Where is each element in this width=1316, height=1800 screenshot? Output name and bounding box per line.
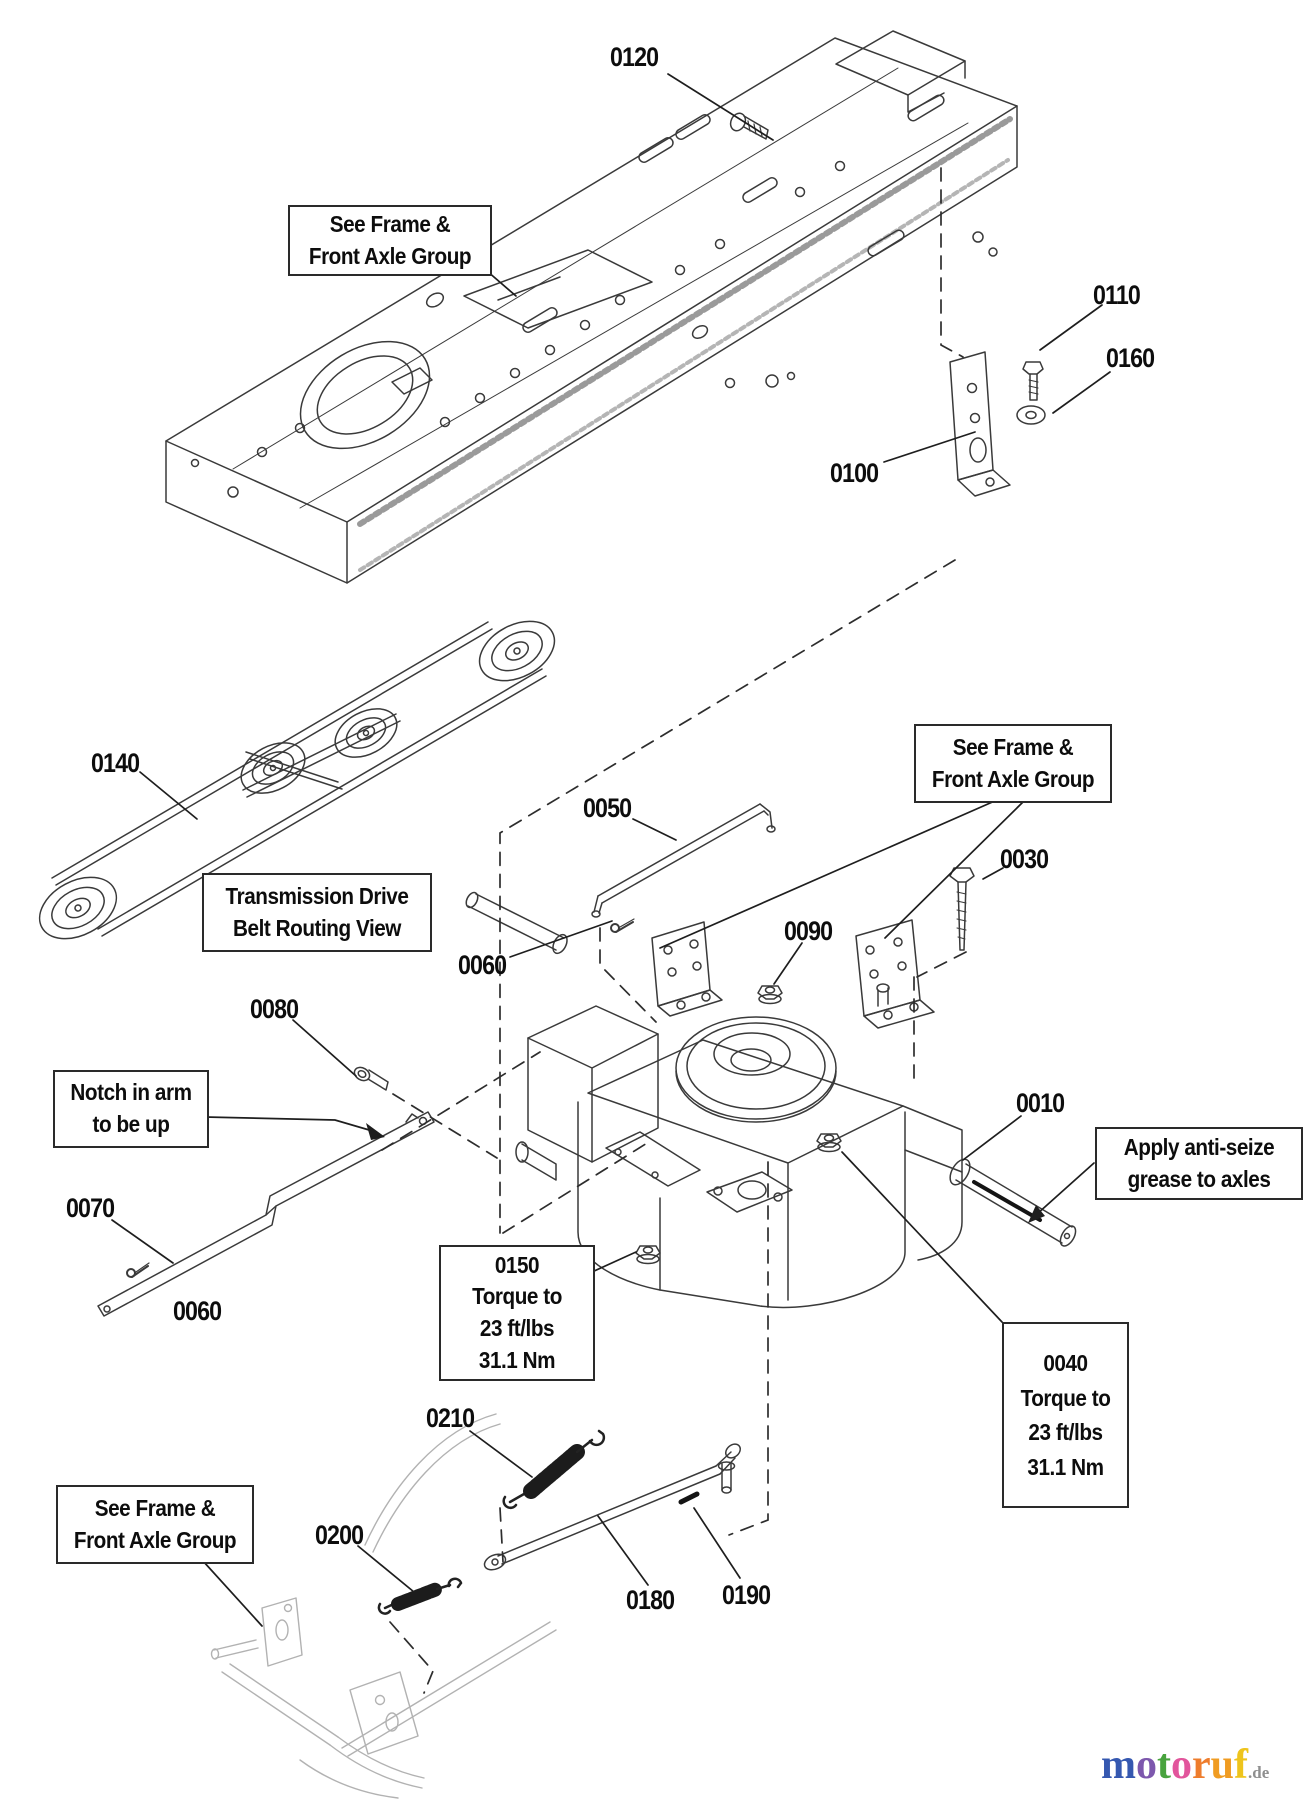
part-label-0060-upper: 0060 — [458, 950, 507, 980]
part-label-0110: 0110 — [1093, 280, 1141, 310]
nut-0090-drawing — [757, 985, 783, 1005]
callout-line: 23 ft/lbs — [479, 1315, 555, 1341]
cotter-pin-0060-lower-drawing — [126, 1262, 150, 1278]
part-label-0210: 0210 — [426, 1403, 475, 1433]
callout-line: 31.1 Nm — [1027, 1453, 1104, 1480]
part-label-0190: 0190 — [722, 1580, 771, 1610]
callout-line: Belt Routing View — [233, 914, 401, 941]
callout-line: grease to axles — [1127, 1165, 1271, 1192]
callout-line: to be up — [92, 1111, 170, 1137]
frame-drawing — [165, 30, 1018, 584]
bolt-0080-drawing — [353, 1066, 389, 1091]
callout-line: Transmission Drive — [225, 882, 409, 909]
washer-0160-drawing — [1016, 405, 1046, 425]
callout-notch-in-arm: Notch in arm to be up — [53, 1070, 209, 1148]
part-label-0060-lower: 0060 — [173, 1296, 222, 1326]
callout-line: See Frame & — [94, 1494, 216, 1521]
belt-routing-drawing — [38, 620, 556, 940]
rod-0050-drawing — [591, 803, 776, 918]
brand-letter: r — [1192, 1742, 1211, 1788]
bolt-0110-drawing — [1022, 361, 1044, 401]
callout-line: 31.1 Nm — [478, 1346, 556, 1373]
brand-letter: o — [1136, 1742, 1157, 1788]
brand-letter: o — [1171, 1742, 1192, 1788]
part-label-0140: 0140 — [91, 748, 140, 778]
bracket-0100-drawing — [949, 351, 1011, 497]
callout-line: Front Axle Group — [308, 242, 472, 269]
leader-lines — [111, 73, 1111, 1627]
callout-line: Apply anti-seize — [1123, 1133, 1275, 1160]
part-label-0160: 0160 — [1106, 343, 1155, 373]
transmission-drawing — [465, 891, 1077, 1309]
cotter-pin-0060-upper-drawing — [610, 918, 635, 933]
part-label-0010: 0010 — [1016, 1088, 1065, 1118]
callout-see-frame-bottom: See Frame & Front Axle Group — [56, 1485, 254, 1564]
callout-torque-0040: 0040 Torque to 23 ft/lbs 31.1 Nm — [1002, 1322, 1129, 1508]
callout-line: 23 ft/lbs — [1028, 1419, 1103, 1445]
part-label-0120: 0120 — [610, 42, 659, 72]
left-bracket-drawing — [651, 921, 723, 1017]
brand-logo[interactable]: motoruf.de — [1101, 1744, 1269, 1786]
callout-line: Front Axle Group — [73, 1526, 237, 1553]
callout-anti-seize: Apply anti-seize grease to axles — [1095, 1127, 1303, 1200]
brand-letter: t — [1157, 1742, 1171, 1788]
callout-line: 0040 — [1043, 1350, 1088, 1376]
part-label-0050: 0050 — [583, 793, 632, 823]
shift-arm-0070-drawing — [97, 1111, 435, 1317]
part-label-0080: 0080 — [250, 994, 299, 1024]
spring-0200-drawing — [377, 1577, 463, 1615]
callout-see-frame-mid: See Frame & Front Axle Group — [914, 724, 1112, 803]
callout-torque-0150: 0150 Torque to 23 ft/lbs 31.1 Nm — [439, 1245, 595, 1381]
callout-see-frame-top: See Frame & Front Axle Group — [288, 205, 492, 276]
part-label-0070: 0070 — [66, 1193, 115, 1223]
part-label-0200: 0200 — [315, 1520, 364, 1550]
spring-0210-drawing — [502, 1429, 606, 1510]
brand-suffix: .de — [1248, 1763, 1270, 1782]
callout-line: See Frame & — [952, 733, 1074, 760]
callout-line: 0150 — [494, 1251, 540, 1278]
rod-0180-drawing — [483, 1443, 741, 1571]
pedal-assembly-drawing — [210, 1413, 557, 1799]
part-label-0030: 0030 — [1000, 844, 1049, 874]
brand-letter: u — [1210, 1742, 1235, 1788]
brand-letter: m — [1101, 1742, 1136, 1788]
brand-letter: f — [1234, 1742, 1249, 1788]
callout-line: Torque to — [1020, 1384, 1111, 1411]
part-label-0100: 0100 — [830, 458, 879, 488]
part-label-0180: 0180 — [626, 1585, 675, 1615]
construction-lines — [381, 167, 967, 1694]
part-label-0090: 0090 — [784, 916, 833, 946]
callout-belt-routing: Transmission Drive Belt Routing View — [202, 873, 432, 952]
callout-line: Front Axle Group — [931, 765, 1095, 792]
bolt-0030-drawing — [949, 867, 975, 951]
callout-line: See Frame & — [329, 210, 451, 237]
callout-line: Notch in arm — [70, 1079, 192, 1106]
nut-0040-drawing — [816, 1133, 842, 1153]
callout-line: Torque to — [472, 1283, 562, 1310]
pin-0190-drawing — [678, 1491, 700, 1505]
nut-0150-drawing — [635, 1245, 661, 1265]
